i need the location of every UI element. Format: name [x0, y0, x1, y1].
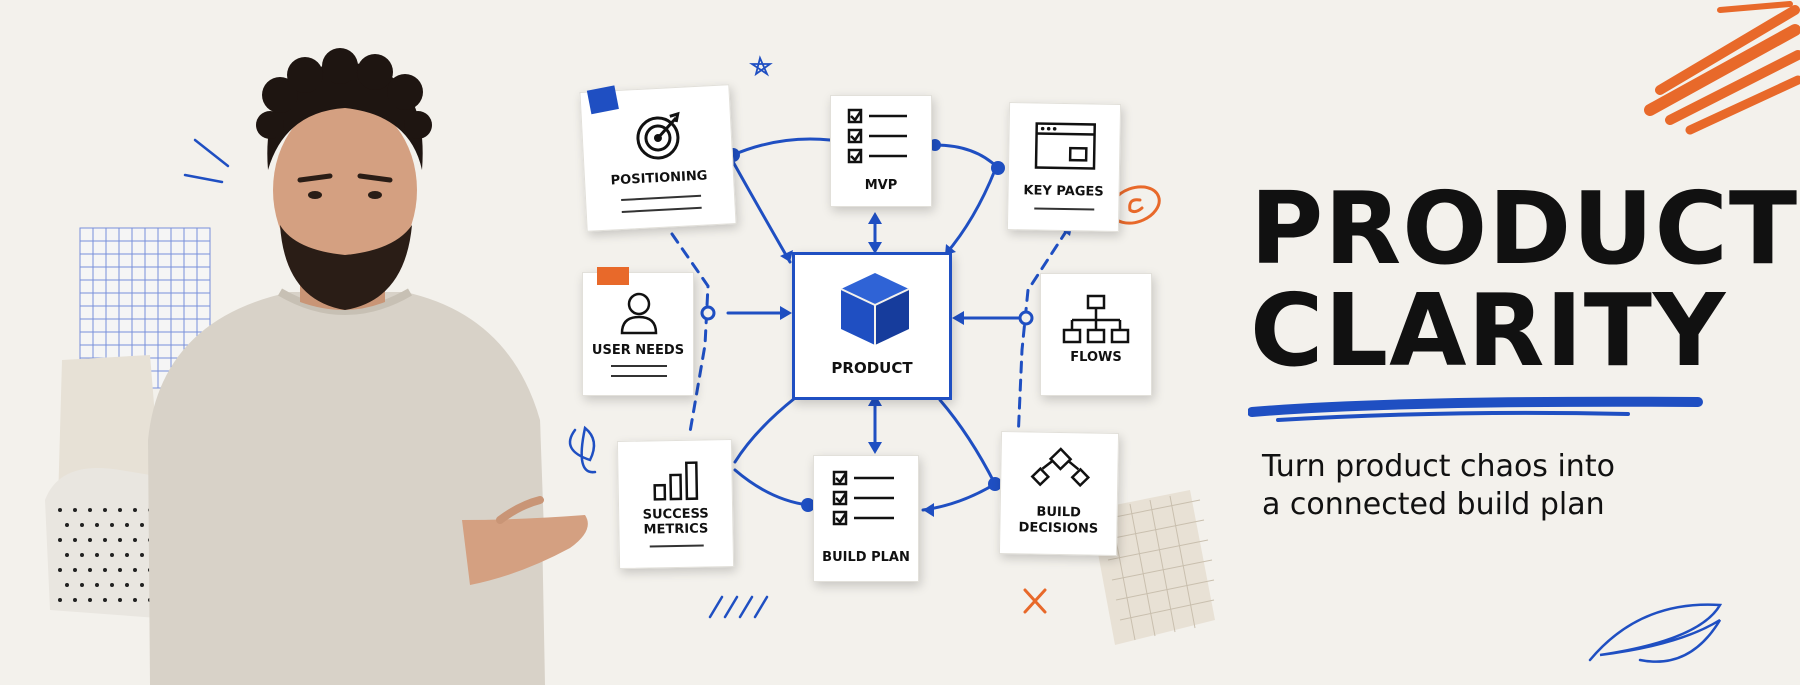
presenter-person	[148, 48, 588, 685]
card-label: FLOWS	[1070, 350, 1122, 365]
headline: PRODUCT CLARITY	[1250, 170, 1799, 389]
card-label: KEY PAGES	[1023, 183, 1104, 200]
checklist-icon	[847, 108, 907, 164]
text-placeholder-line	[649, 544, 704, 548]
card-product: PRODUCT	[792, 252, 952, 400]
text-placeholder-line	[611, 365, 667, 367]
target-icon	[636, 111, 680, 160]
card-label: BUILD PLAN	[822, 550, 910, 565]
headline-line-2: CLARITY	[1250, 272, 1727, 389]
text-placeholder-line	[621, 194, 702, 201]
bar-chart-icon	[653, 461, 699, 501]
headline-line-1: PRODUCT	[1250, 170, 1799, 287]
subtitle-line-2: a connected build plan	[1262, 487, 1605, 522]
card-label: BUILD	[1036, 504, 1081, 521]
beige-grid-note	[1090, 490, 1215, 645]
doodle-marks	[183, 55, 1723, 663]
orange-brush-stroke	[1644, 1, 1800, 135]
text-placeholder-line	[621, 206, 702, 213]
orange-sticky-tab	[597, 267, 629, 285]
card-label: USER NEEDS	[591, 343, 685, 358]
card-label: MVP	[864, 178, 898, 193]
card-build-plan: BUILD PLAN	[813, 455, 919, 582]
card-mvp: MVP	[830, 95, 932, 207]
subtitle: Turn product chaos into a connected buil…	[1262, 448, 1682, 524]
connector-rings	[700, 305, 1034, 326]
card-positioning: POSITIONING	[579, 84, 737, 232]
card-label: METRICS	[643, 521, 709, 538]
card-label: POSITIONING	[610, 168, 708, 189]
user-icon	[620, 292, 658, 335]
blue-underline-stroke	[1248, 396, 1703, 422]
text-placeholder-line	[611, 375, 667, 377]
orange-sticky-tab	[586, 85, 619, 115]
text-placeholder-line	[1034, 207, 1095, 211]
card-user-needs: USER NEEDS	[582, 267, 694, 396]
card-flows: FLOWS	[1040, 273, 1152, 396]
decision-tree-icon	[1030, 447, 1091, 488]
flowchart-icon	[1062, 294, 1130, 344]
card-label: PRODUCT	[831, 359, 913, 377]
card-success-metrics: SUCCESS METRICS	[616, 439, 735, 569]
cube-icon	[840, 273, 910, 345]
card-build-decisions: BUILD DECISIONS	[998, 430, 1120, 557]
card-key-pages: KEY PAGES	[1006, 102, 1122, 232]
card-label: DECISIONS	[1018, 520, 1099, 537]
subtitle-line-1: Turn product chaos into	[1262, 449, 1615, 484]
checklist-icon	[832, 470, 894, 526]
browser-window-icon	[1034, 122, 1097, 170]
